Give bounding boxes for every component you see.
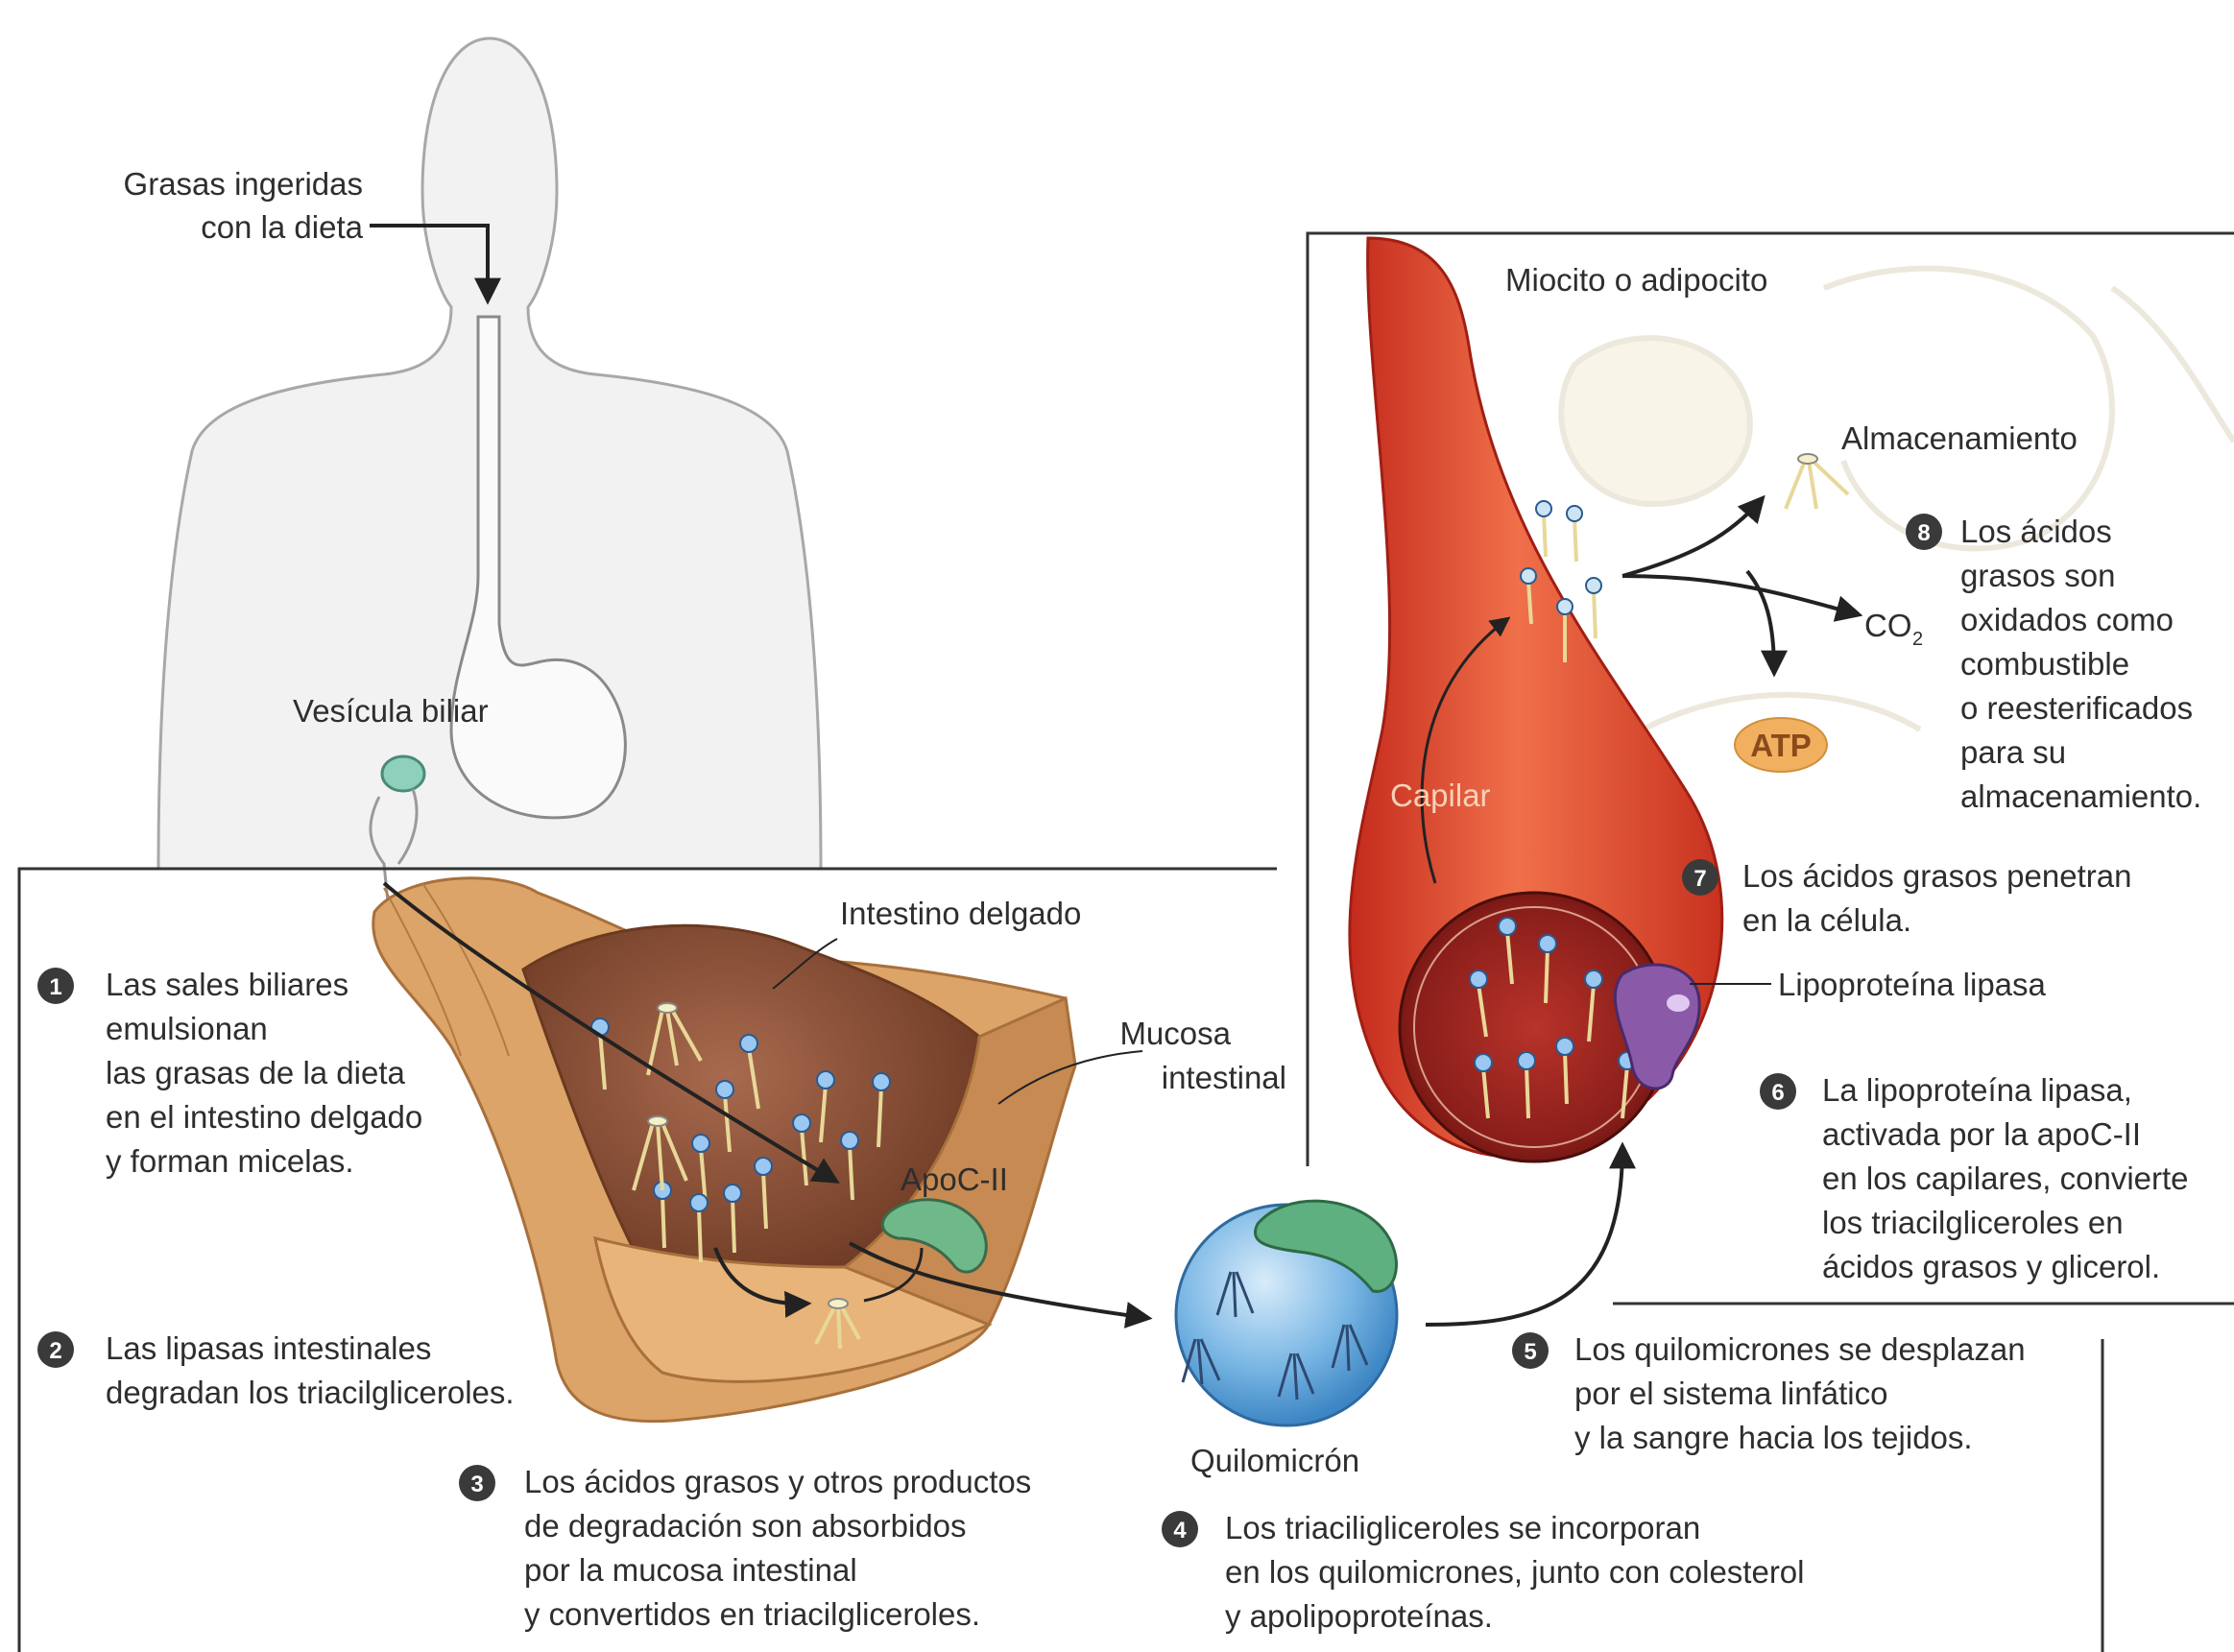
step-3-number: 3: [470, 1472, 483, 1497]
step-6-number: 6: [1771, 1080, 1784, 1106]
step-1-line-2: emulsionan: [106, 1011, 268, 1046]
step-8-line-3: oxidados como: [1960, 602, 2174, 637]
step-4-number: 4: [1173, 1518, 1187, 1544]
transport-arrow: [1426, 1147, 1622, 1325]
label-intestinal-mucosa-1: Mucosa: [1119, 1016, 1231, 1051]
step-8-line-1: Los ácidos: [1960, 514, 2112, 549]
step-6-line-5: ácidos grasos y glicerol.: [1822, 1249, 2160, 1284]
label-capillary: Capilar: [1390, 778, 1491, 813]
label-ingested-fats-2: con la dieta: [201, 209, 363, 245]
label-atp: ATP: [1750, 728, 1812, 763]
label-lipoprotein-lipase: Lipoproteína lipasa: [1778, 967, 2047, 1002]
step-8-line-5: o reesterificados: [1960, 690, 2193, 726]
step-1-line-5: y forman micelas.: [106, 1143, 354, 1179]
step-1-line-4: en el intestino delgado: [106, 1099, 422, 1135]
step-3-line-2: de degradación son absorbidos: [524, 1508, 967, 1544]
label-apoc2: ApoC-II: [901, 1161, 1008, 1197]
step-5-number: 5: [1524, 1339, 1536, 1365]
step-6-line-4: los triacilgliceroles en: [1822, 1205, 2124, 1240]
label-chylomicron: Quilomicrón: [1190, 1443, 1359, 1478]
step-2-line-2: degradan los triacilgliceroles.: [106, 1375, 515, 1410]
step-3-line-1: Los ácidos grasos y otros productos: [524, 1464, 1031, 1499]
step-8-line-6: para su: [1960, 734, 2066, 770]
step-8-line-2: grasos son: [1960, 558, 2115, 593]
label-myocyte: Miocito o adipocito: [1505, 262, 1767, 298]
chylomicron-particle: [1176, 1201, 1397, 1425]
step-6-line-1: La lipoproteína lipasa,: [1822, 1072, 2132, 1108]
stored-triglyceride: [1786, 454, 1848, 509]
label-storage: Almacenamiento: [1841, 420, 2078, 456]
step-5-line-2: por el sistema linfático: [1574, 1376, 1887, 1411]
label-small-intestine: Intestino delgado: [840, 896, 1081, 931]
step-7-number: 7: [1694, 866, 1706, 892]
gallbladder-shape: [382, 756, 424, 791]
step-7-line-1: Los ácidos grasos penetran: [1742, 858, 2131, 894]
step-2-number: 2: [49, 1338, 61, 1364]
step-1-line-3: las grasas de la dieta: [106, 1055, 406, 1090]
step-8-number: 8: [1917, 520, 1930, 546]
step-4-line-3: y apolipoproteínas.: [1225, 1598, 1493, 1634]
small-intestine: [373, 878, 1075, 1422]
step-8-line-4: combustible: [1960, 646, 2129, 682]
tissue-cell-background: [1561, 269, 2234, 749]
step-6-line-2: activada por la apoC-II: [1822, 1116, 2141, 1152]
label-co2-subscript: 2: [1912, 629, 1923, 650]
step-1-number: 1: [49, 974, 61, 1000]
step-1-line-1: Las sales biliares: [106, 967, 348, 1002]
step-4-line-2: en los quilomicrones, junto con colester…: [1225, 1554, 1805, 1590]
label-intestinal-mucosa-2: intestinal: [1162, 1060, 1286, 1095]
label-gallbladder: Vesícula biliar: [293, 693, 489, 729]
step-6-line-3: en los capilares, convierte: [1822, 1161, 2189, 1196]
step-7-line-2: en la célula.: [1742, 902, 1911, 938]
step-8-line-7: almacenamiento.: [1960, 778, 2201, 814]
step-3-line-4: y convertidos en triacilgliceroles.: [524, 1596, 980, 1632]
step-2-line-1: Las lipasas intestinales: [106, 1330, 431, 1366]
step-4-line-1: Los triaciligliceroles se incorporan: [1225, 1510, 1700, 1545]
step-3-line-3: por la mucosa intestinal: [524, 1552, 857, 1588]
label-ingested-fats-1: Grasas ingeridas: [124, 166, 363, 202]
step-5-line-1: Los quilomicrones se desplazan: [1574, 1331, 2026, 1367]
step-5-line-3: y la sangre hacia los tejidos.: [1574, 1420, 1973, 1455]
label-co2: CO: [1864, 608, 1912, 643]
